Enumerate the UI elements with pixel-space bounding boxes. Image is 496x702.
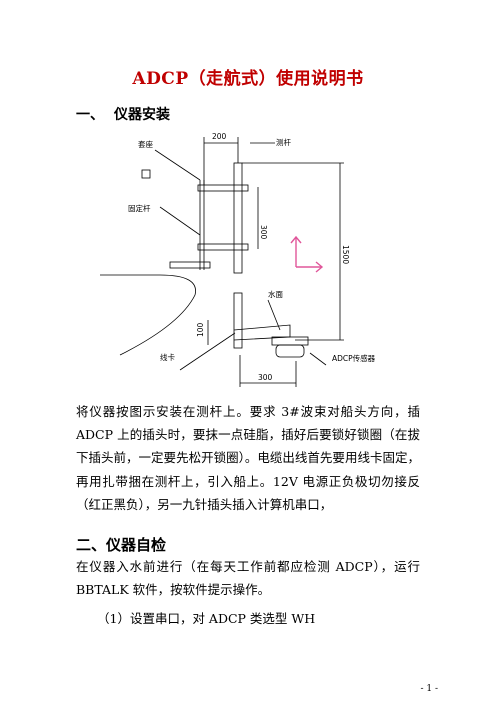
pole-lower [233,292,243,349]
axis-arrow-icon [290,235,324,273]
lower-clamp [197,243,249,251]
label-water-surface: 水面 [268,289,283,299]
transducer-body [275,344,305,358]
dim-total-height: 1500 [341,245,350,264]
label-fixing-rod: 固定杆 [128,203,151,213]
dim-mid-height: 300 [259,225,268,240]
upper-clamp [197,184,249,192]
hull-curve [100,274,196,356]
dim-top-width: 200 [212,132,227,141]
section-number: 一、 [76,107,104,123]
pole-upper [233,162,243,274]
step-one: （1）设置串口，对 ADCP 类选型 WH [97,611,316,626]
label-transducer: ADCP传感器 [332,353,376,363]
selftest-paragraph: 在仪器入水前进行（在每天工作前都应检测 ADCP），运行 BBTALK 软件，按… [76,559,420,598]
section-heading-installation: 一、仪器安装 [76,104,170,124]
installation-paragraph: 将仪器按图示安装在测杆上。要求 3#波束对船头方向，插 ADCP 上的插头时，要… [76,404,420,512]
section-heading-selftest: 二、仪器自检 [76,536,167,554]
page-number: - 1 - [420,684,438,694]
label-clamp: 线卡 [160,352,175,362]
dim-bottom-gap: 100 [196,322,205,337]
label-base: 套座 [138,139,153,149]
section-title: 仪器安装 [114,107,170,123]
installation-diagram: 套座 测杆 固定杆 水面 线卡 ADCP传感器 200 300 1500 100… [100,125,380,395]
label-pole: 测杆 [276,137,291,147]
transducer-head [271,336,309,346]
document-title: ADCP（走航式）使用说明书 [132,69,364,89]
dim-bottom-width: 300 [258,373,273,382]
installation-diagram-svg: 套座 测杆 固定杆 水面 线卡 ADCP传感器 200 300 1500 100… [100,132,376,387]
